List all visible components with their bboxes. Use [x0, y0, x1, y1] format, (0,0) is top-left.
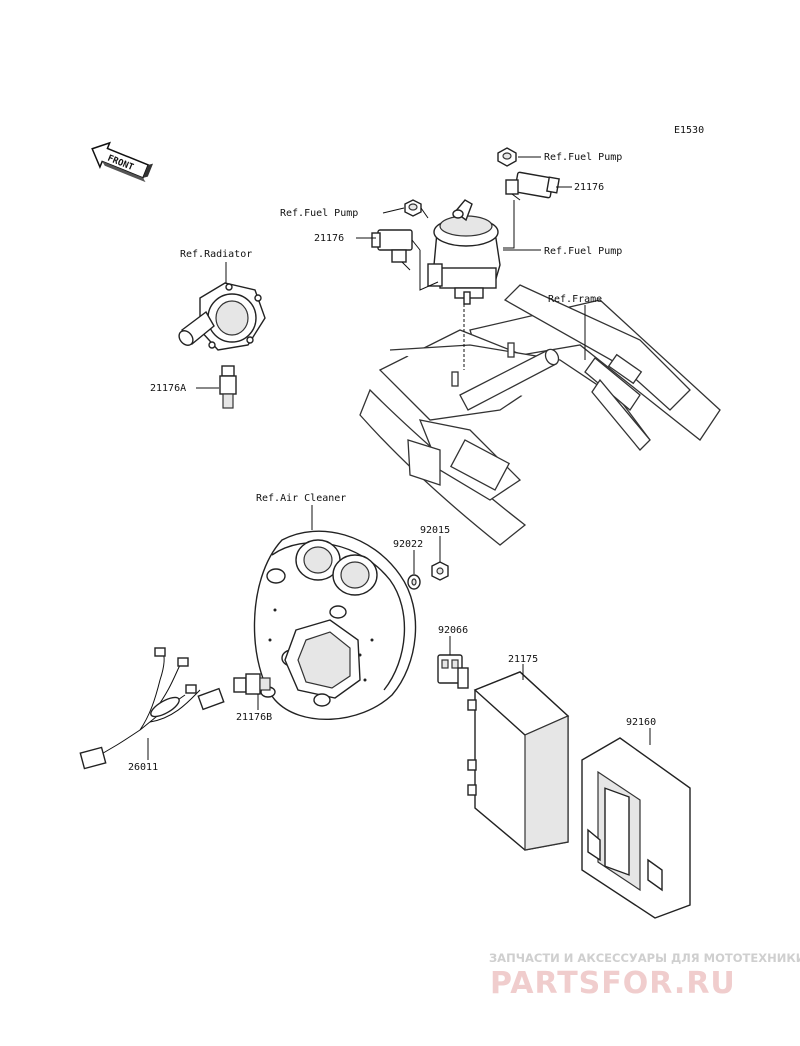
washer-92022	[407, 574, 421, 590]
diagram-code: E1530	[674, 125, 704, 136]
label-ref-radiator: Ref.Radiator	[180, 249, 252, 260]
label-ref-fuel-pump-left: Ref.Fuel Pump	[280, 208, 358, 219]
radiator-housing	[178, 282, 266, 351]
front-arrow-icon: FRONT	[91, 141, 154, 183]
label-21176B: 21176B	[236, 712, 272, 723]
nut-92015	[431, 561, 449, 581]
label-21176-left: 21176	[314, 233, 344, 244]
nut-right	[497, 147, 517, 167]
sensor-21176-right	[505, 171, 560, 201]
label-ref-fuel-pump-top: Ref.Fuel Pump	[544, 152, 622, 163]
sensor-21176-left	[371, 229, 413, 271]
label-ref-air-cleaner: Ref.Air Cleaner	[256, 493, 346, 504]
sensor-21176B	[233, 673, 271, 695]
label-21176A: 21176A	[150, 383, 186, 394]
label-92160: 92160	[626, 717, 656, 728]
label-21175: 21175	[508, 654, 538, 665]
label-92066: 92066	[438, 625, 468, 636]
label-26011: 26011	[128, 762, 158, 773]
label-92015: 92015	[420, 525, 450, 536]
wiring-harness-26011	[79, 647, 225, 770]
air-cleaner-plate	[253, 530, 417, 720]
label-ref-fuel-pump-right: Ref.Fuel Pump	[544, 246, 622, 257]
watermark-brand: PARTSFOR.RU	[490, 966, 736, 1001]
frame-structure	[359, 284, 721, 546]
relay-bracket	[427, 199, 501, 305]
nut-left	[404, 199, 422, 217]
watermark-subtitle: ЗАПЧАСТИ И АКСЕССУАРЫ ДЛЯ МОТОТЕХНИКИ	[489, 951, 800, 965]
label-92022: 92022	[393, 539, 423, 550]
sensor-21176A	[219, 365, 237, 409]
label-21176-right: 21176	[574, 182, 604, 193]
cover-92160	[581, 737, 691, 919]
ecu-21175	[467, 671, 570, 851]
label-ref-frame: Ref.Frame	[548, 294, 602, 305]
connector-92066	[437, 654, 469, 689]
